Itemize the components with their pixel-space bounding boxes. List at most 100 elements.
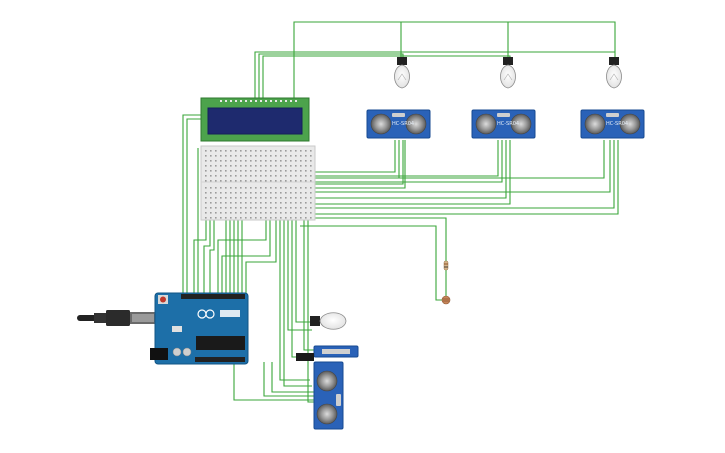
wire[interactable] <box>293 21 616 98</box>
breadboard-hole <box>250 197 252 199</box>
sensor-label: HC-SR04 <box>392 121 414 127</box>
breadboard-hole <box>205 155 207 157</box>
wire[interactable] <box>295 214 312 323</box>
wire[interactable] <box>283 214 312 387</box>
breadboard-hole <box>240 217 242 219</box>
breadboard-hole <box>245 175 247 177</box>
breadboard-hole <box>240 212 242 214</box>
wire[interactable] <box>263 362 316 397</box>
bulb-1[interactable] <box>394 57 410 89</box>
breadboard-hole <box>295 192 297 194</box>
breadboard-hole <box>235 202 237 204</box>
breadboard-hole <box>245 160 247 162</box>
breadboard-hole <box>305 197 307 199</box>
wire[interactable] <box>262 55 511 98</box>
bulb-4[interactable] <box>310 312 347 330</box>
wire[interactable] <box>296 140 619 215</box>
wire[interactable] <box>272 140 499 177</box>
ultrasonic-sensor-1[interactable]: HC-SR04 <box>366 109 431 139</box>
wire[interactable] <box>186 118 203 296</box>
breadboard-hole <box>305 155 307 157</box>
breadboard-hole <box>280 175 282 177</box>
breadboard-hole <box>260 192 262 194</box>
breadboard-hole <box>300 160 302 162</box>
wire[interactable] <box>254 51 615 98</box>
breadboard-hole <box>310 207 312 209</box>
lcd-display[interactable] <box>200 97 310 142</box>
wire[interactable] <box>279 214 310 381</box>
wire[interactable] <box>182 114 203 296</box>
breadboard-hole <box>270 207 272 209</box>
photoresistor[interactable] <box>441 295 451 305</box>
breadboard-hole <box>255 150 257 152</box>
breadboard-hole <box>260 187 262 189</box>
ultrasonic-sensor-4[interactable] <box>296 345 359 430</box>
wire[interactable] <box>276 140 503 183</box>
breadboard-hole <box>270 160 272 162</box>
breadboard-hole <box>300 155 302 157</box>
breadboard-hole <box>220 207 222 209</box>
breadboard-hole <box>265 175 267 177</box>
ultrasonic-sensor-3[interactable]: HC-SR04 <box>580 109 645 139</box>
breadboard-hole <box>205 207 207 209</box>
breadboard-hole <box>245 192 247 194</box>
wire[interactable] <box>314 217 447 262</box>
breadboard-hole <box>290 160 292 162</box>
breadboard-hole <box>255 180 257 182</box>
breadboard-hole <box>220 165 222 167</box>
arduino-uno[interactable] <box>77 292 249 365</box>
breadboard-hole <box>285 197 287 199</box>
wire[interactable] <box>271 362 316 393</box>
breadboard-hole <box>250 207 252 209</box>
breadboard-hole <box>240 207 242 209</box>
usb-cable[interactable] <box>77 310 156 326</box>
breadboard-hole <box>240 170 242 172</box>
breadboard-hole <box>265 150 267 152</box>
breadboard-hole <box>215 212 217 214</box>
breadboard-hole <box>260 175 262 177</box>
wire[interactable] <box>300 225 442 301</box>
wire[interactable] <box>258 53 404 98</box>
breadboard-hole <box>230 197 232 199</box>
bulb-3[interactable] <box>606 57 622 89</box>
breadboard-hole <box>285 165 287 167</box>
ultrasonic-sensor-2[interactable]: HC-SR04 <box>471 109 536 139</box>
breadboard-hole <box>255 175 257 177</box>
breadboard-hole <box>265 212 267 214</box>
breadboard-hole <box>300 170 302 172</box>
bulb-2[interactable] <box>500 57 516 89</box>
breadboard-hole <box>310 180 312 182</box>
wire[interactable] <box>278 140 507 199</box>
breadboard-hole <box>300 187 302 189</box>
wire[interactable] <box>296 140 605 179</box>
breadboard-hole <box>295 197 297 199</box>
breadboard-hole <box>240 192 242 194</box>
lcd-pin <box>250 100 252 102</box>
breadboard-hole <box>230 212 232 214</box>
wire[interactable] <box>307 214 316 403</box>
breadboard-hole <box>285 202 287 204</box>
wire[interactable] <box>296 140 611 193</box>
breadboard-hole <box>235 175 237 177</box>
breadboard-hole <box>300 217 302 219</box>
resistor[interactable] <box>443 260 449 271</box>
breadboard-hole <box>225 165 227 167</box>
breadboard-hole <box>215 160 217 162</box>
breadboard[interactable] <box>200 145 316 221</box>
breadboard-hole <box>250 192 252 194</box>
breadboard-hole <box>235 197 237 199</box>
breadboard-hole <box>255 207 257 209</box>
breadboard-hole <box>225 155 227 157</box>
breadboard-hole <box>295 207 297 209</box>
breadboard-hole <box>285 212 287 214</box>
breadboard-hole <box>275 197 277 199</box>
wire[interactable] <box>303 214 314 351</box>
breadboard-hole <box>220 155 222 157</box>
breadboard-hole <box>310 187 312 189</box>
breadboard-hole <box>280 192 282 194</box>
wire[interactable] <box>296 140 615 209</box>
wire[interactable] <box>282 140 511 205</box>
wire[interactable] <box>245 190 277 296</box>
breadboard-hole <box>285 160 287 162</box>
